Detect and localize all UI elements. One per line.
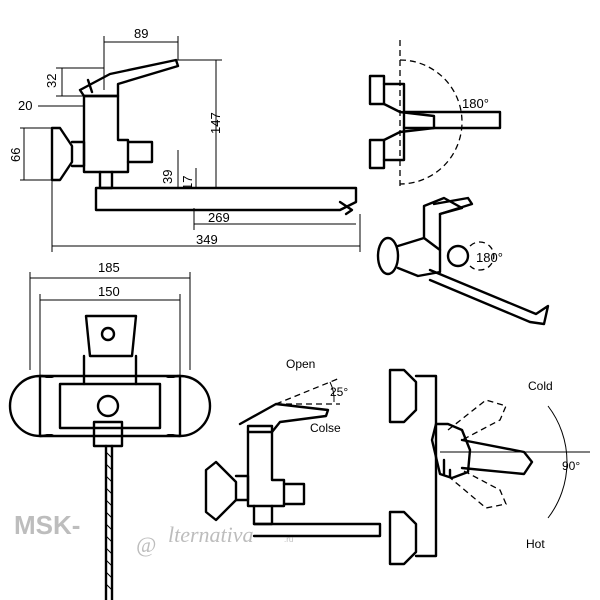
label-close: Colse [310,421,341,435]
dim-147: 147 [208,112,223,134]
dim-32: 32 [44,74,59,88]
angle-90: 90° [562,459,580,473]
watermark: MSK- @ lternativa .ru [14,510,293,557]
watermark-brand: MSK- [14,510,80,540]
dim-66: 66 [8,148,23,162]
top-view-swivel: 180° [368,40,502,190]
open-close-view: Open 25° Colse [204,357,382,538]
dim-17: 17 [180,176,195,190]
perspective-view: 180° [376,196,550,326]
dim-185: 185 [98,260,120,275]
dim-20: 20 [18,98,32,113]
dim-39: 39 [160,170,175,184]
watermark-at: @ [136,532,156,557]
angle-25: 25° [330,385,348,399]
watermark-tld: .ru [284,535,293,544]
side-view: 89 32 20 66 147 39 17 269 349 [8,26,361,252]
label-cold: Cold [528,379,553,393]
dim-89: 89 [134,26,148,41]
front-view: 185 150 [8,260,212,600]
dim-150: 150 [98,284,120,299]
dim-269: 269 [208,210,230,225]
watermark-site: lternativa [168,522,254,547]
dim-349: 349 [196,232,218,247]
hot-cold-view: Cold 90° Hot [388,368,590,566]
label-hot: Hot [526,537,545,551]
angle-180-side: 180° [476,250,503,265]
label-open: Open [286,357,315,371]
angle-180-top: 180° [462,96,489,111]
